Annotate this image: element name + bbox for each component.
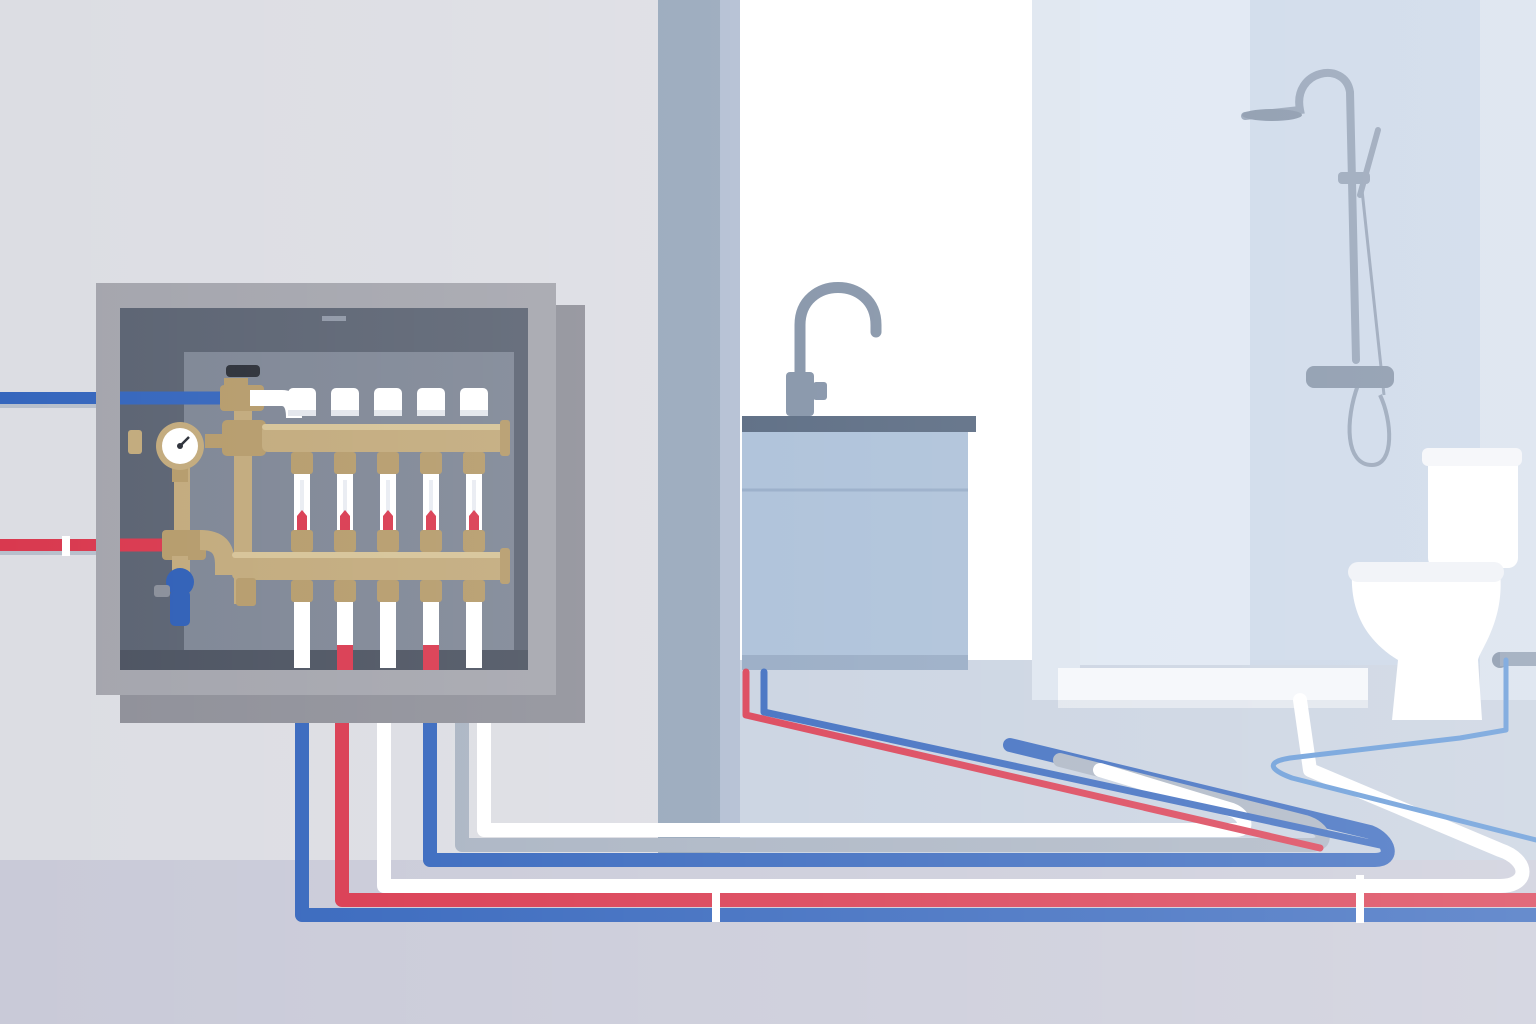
scene-light-overlay xyxy=(0,0,1536,1024)
plumbing-scene xyxy=(0,0,1536,1024)
